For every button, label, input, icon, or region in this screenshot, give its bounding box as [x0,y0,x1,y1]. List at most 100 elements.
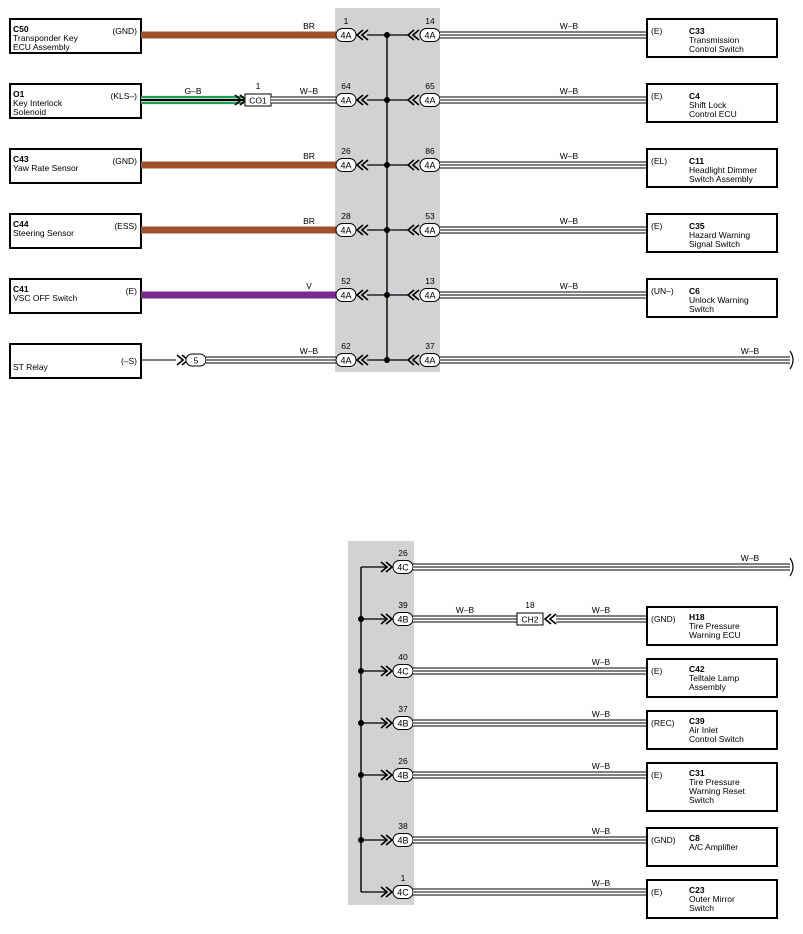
top-row-3-wire-label: BR [303,216,315,226]
top-row-0-right-pin: (E) [651,26,663,36]
top-row-1-bus-dot [384,97,390,103]
bottom-row-3-right-name: Air Inlet [689,725,718,735]
bottom-row-3-right-box [646,710,778,750]
bottom-row-1-right-pin: (GND) [651,614,676,624]
top-row-5-bus-dot [384,357,390,363]
bottom-row-0-jc-label: 4C [397,563,409,573]
top-row-0-right-name: Control Switch [689,44,744,54]
bottom-row-2-right-name: Telltale Lamp [689,673,739,683]
top-row-2-left-code: C43 [13,154,29,164]
bottom-row-6-right-name: Switch [689,903,714,913]
top-row-0-jc-left-label: 4A [340,31,351,41]
bottom-row-1-right-box [646,606,778,646]
top-row-4-right-code: C6 [689,286,700,296]
top-row-0-right-wire-label: W–B [560,21,579,31]
top-row-1-jc-left-label: 4A [340,96,351,106]
top-row-0-wire-label: BR [303,21,315,31]
bottom-row-0-continuation [789,557,794,577]
bottom-row-3-right-name: Control Switch [689,734,744,744]
top-row-4-bus-dot [384,292,390,298]
top-row-0-left-pin-no: 1 [344,16,349,26]
bottom-row-1-bus-dot [358,616,364,622]
top-row-2-right-wire-label: W–B [560,151,579,161]
top-row-3-left-pin-no: 28 [341,211,351,221]
bottom-row-4-wire-label: W–B [592,761,611,771]
top-row-2-jc-right-label: 4A [424,161,435,171]
top-row-4-right-pin-no: 13 [425,276,435,286]
bottom-row-1-conn-box [516,612,544,626]
bottom-row-1-wire2-label: W–B [592,605,611,615]
bottom-row-4-pin-no: 26 [398,756,408,766]
top-row-0-wire [141,31,336,39]
top-row-4-jc-right-arrow [406,289,420,301]
top-row-2-right-pin: (EL) [651,156,667,166]
top-row-5-jc-right-label: 4A [424,356,435,366]
top-row-5-right-wire-label: W–B [741,346,760,356]
top-row-2-jc-left-arrow [355,159,369,171]
bottom-row-3-jc-label: 4B [397,719,408,729]
top-row-3-jc-right-arrow [406,224,420,236]
bottom-row-6-right-box [646,879,778,919]
top-row-1-left-name: Solenoid [13,107,46,117]
top-row-0-right-name: Transmission [689,35,739,45]
top-row-1-wire-pre-label: G–B [184,86,201,96]
bottom-row-6-jc-arrow [380,886,394,898]
top-row-5-jc-left-label: 4A [340,356,351,366]
top-row-5-right-pin-no: 37 [425,341,435,351]
top-row-0-jc-right-label: 4A [424,31,435,41]
top-row-1-right-name: Shift Lock [689,100,727,110]
bottom-row-6-right-pin: (E) [651,887,663,897]
bottom-row-4-right-name: Tire Pressure [689,777,740,787]
top-row-5-jc-left-arrow [355,354,369,366]
bottom-row-5-right-box [646,827,778,867]
bottom-row-2-jc-label: 4C [397,667,409,677]
top-row-1-right-code: C4 [689,91,700,101]
top-row-1-right-pin: (E) [651,91,663,101]
top-row-3-right-pin: (E) [651,221,663,231]
top-row-5-left-pin: (–S) [121,356,137,366]
top-row-1-left-pin: (KLS–) [111,91,138,101]
top-row-1-right-name: Control ECU [689,109,737,119]
top-row-4-right-name: Switch [689,304,714,314]
top-row-0-bus-dot [384,32,390,38]
top-row-1-jc-left-arrow [355,94,369,106]
top-row-0-left-box [9,18,142,54]
top-row-3-wire [141,226,336,234]
bottom-row-3-jc-arrow [380,717,394,729]
bottom-row-4-right-name: Warning Reset [689,786,746,796]
top-row-2-bus-dot [384,162,390,168]
bottom-row-4-jc-arrow [380,769,394,781]
bottom-row-1-conn-label: CH2 [521,615,538,625]
bottom-row-6-jc-label: 4C [397,888,409,898]
bottom-row-1-right-name: Warning ECU [689,630,741,640]
top-row-0-left-name: ECU Assembly [13,42,70,52]
top-row-2-right-pin-no: 86 [425,146,435,156]
top-row-3-jc-left-label: 4A [340,226,351,236]
bottom-row-1-jc-label: 4B [397,615,408,625]
top-row-4-right-name: Unlock Warning [689,295,749,305]
top-row-3-right-name: Signal Switch [689,239,740,249]
top-row-1-jc-right-arrow [406,94,420,106]
top-row-1-jc-right-label: 4A [424,96,435,106]
top-row-4-right-box [646,278,778,318]
top-row-4-jc-left-arrow [355,289,369,301]
bottom-row-6-wire-label: W–B [592,878,611,888]
top-row-3-right-wire-label: W–B [560,216,579,226]
top-row-3-right-pin-no: 53 [425,211,435,221]
top-row-5-jc-right-arrow [406,354,420,366]
bottom-row-2-bus-dot [358,668,364,674]
bottom-row-3-right-code: C39 [689,716,705,726]
bottom-row-5-right-pin: (GND) [651,835,676,845]
top-row-4-right-wire-label: W–B [560,281,579,291]
bottom-row-2-right-code: C42 [689,664,705,674]
bottom-row-1-right-code: H18 [689,612,705,622]
top-row-0-right-pin-no: 14 [425,16,435,26]
top-row-5-continuation [789,350,794,370]
top-row-5-wire-label: W–B [300,346,319,356]
bottom-row-5-jc-label: 4B [397,836,408,846]
top-row-5-left-name: ST Relay [13,362,49,372]
bottom-row-6-right-name: Outer Mirror [689,894,735,904]
top-row-2-right-name: Headlight Dimmer [689,165,757,175]
bottom-row-5-wire-label: W–B [592,826,611,836]
